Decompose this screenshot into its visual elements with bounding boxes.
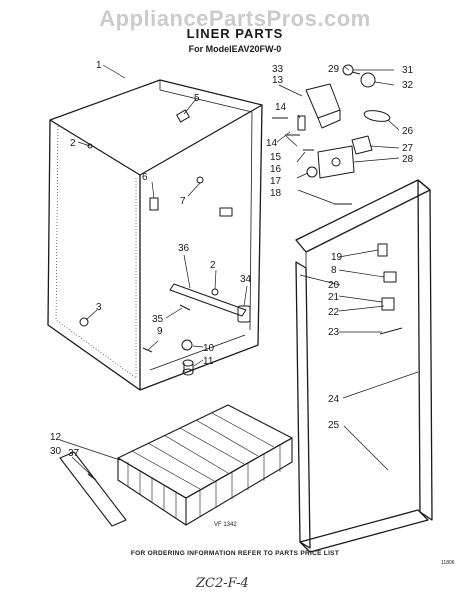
callout-21: 21 [328,292,340,303]
callout-36: 36 [178,243,190,254]
watermark: AppliancePartsPros.com [99,6,371,31]
callout-31: 31 [402,65,414,76]
wire-basket [117,404,293,526]
liner-small-parts [79,109,233,376]
callout-17: 17 [270,176,282,187]
callout-9: 9 [157,326,163,337]
callout-32: 32 [402,80,414,91]
callout-37: 37 [68,448,80,459]
basket-rail [59,451,127,527]
divider-bar [169,283,251,323]
callout-14: 14 [275,102,287,113]
callout-8: 8 [331,265,337,276]
callout-5: 5 [194,93,200,104]
callout-33: 33 [272,64,284,75]
callout-25: 25 [328,420,340,431]
door-liner-frame [295,179,433,553]
callout-6: 6 [142,172,148,183]
callout-15: 15 [270,152,282,163]
callout-12: 12 [50,432,62,443]
footer-note: FOR ORDERING INFORMATION REFER TO PARTS … [130,550,340,557]
callout-2: 2 [210,260,216,271]
callout-labels: 1 2 2 3 5 6 7 8 9 10 11 12 13 14 14 15 1… [50,60,414,459]
callout-30: 30 [50,446,62,457]
callout-13: 13 [272,75,284,86]
callout-20: 20 [328,280,340,291]
callout-14: 14 [266,138,278,149]
callout-23: 23 [328,327,340,338]
callout-16: 16 [270,164,282,175]
callout-26: 26 [402,126,414,137]
callout-10: 10 [203,343,215,354]
figure-code: VF 1342 [214,522,237,528]
callout-28: 28 [402,154,414,165]
leader-lines [59,64,419,477]
callout-24: 24 [328,394,340,405]
callout-29: 29 [328,64,340,75]
callout-27: 27 [402,143,414,154]
page-code: 11806 [441,560,455,566]
diagram-title: LINER PARTS [186,26,284,41]
callout-3: 3 [96,302,102,313]
callout-11: 11 [203,356,214,367]
callout-22: 22 [328,307,340,318]
callout-2: 2 [70,138,76,149]
callout-35: 35 [152,314,164,325]
model-line: For ModelEAV20FW-0 [188,44,282,54]
callout-1: 1 [96,60,102,71]
callout-18: 18 [270,188,282,199]
handwritten-note: ZC2-F-4 [196,576,249,591]
callout-7: 7 [180,196,186,207]
door-breaker-parts [377,243,403,335]
callout-34: 34 [240,274,252,285]
callout-19: 19 [331,252,343,263]
liner-cabinet [47,79,263,391]
upper-right-parts [272,64,391,205]
